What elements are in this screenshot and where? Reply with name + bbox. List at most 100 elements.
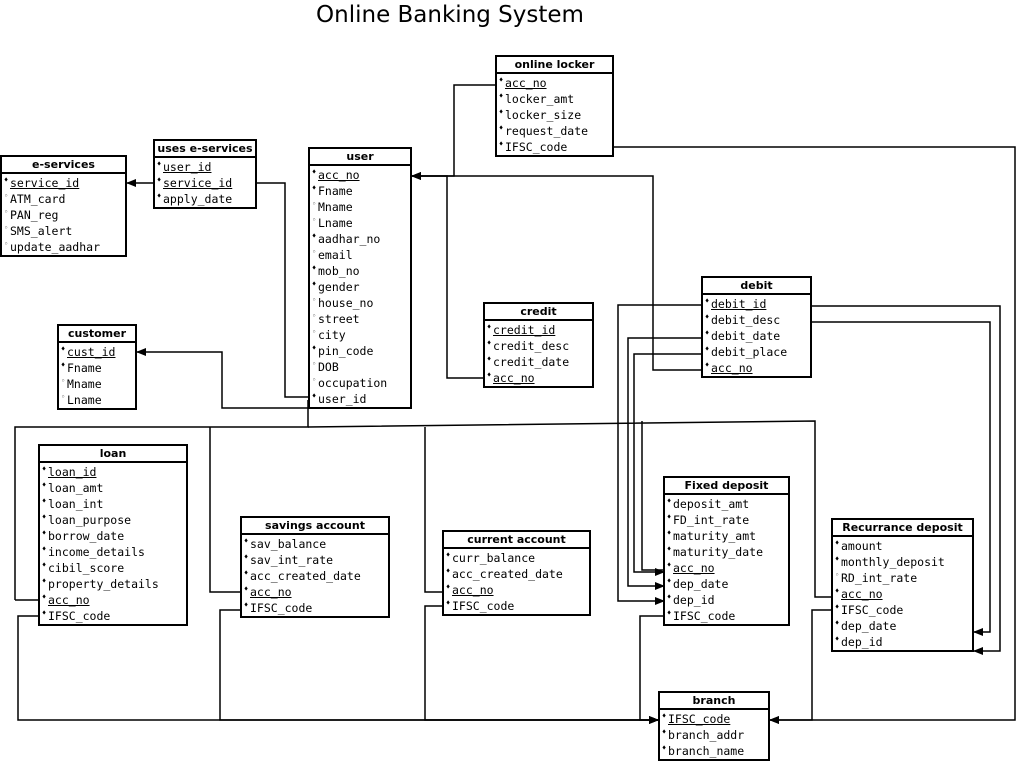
- key-attribute-label: acc_no: [250, 585, 292, 599]
- credit-entity[interactable]: credit♦credit_id♦credit_desc♦credit_date…: [483, 302, 594, 388]
- mandatory-marker-icon: ♦: [312, 392, 317, 400]
- attribute-row: ♦loan_int: [40, 496, 186, 512]
- attribute-label: dep_date: [841, 619, 897, 633]
- optional-marker-icon: ◦: [312, 248, 317, 256]
- key-attribute-label: acc_no: [48, 593, 90, 607]
- mandatory-marker-icon: ♦: [42, 513, 47, 521]
- attribute-label: dep_id: [673, 593, 715, 607]
- mandatory-marker-icon: ♦: [446, 583, 451, 591]
- recurrance-deposit-entity[interactable]: Recurrance deposit♦amount♦monthly_deposi…: [831, 518, 974, 652]
- attribute-label: Lname: [318, 216, 353, 230]
- attribute-row: ♦acc_no: [40, 592, 186, 608]
- attribute-label: sav_int_rate: [250, 553, 334, 567]
- user-entity[interactable]: user♦acc_no♦Fname◦Mname◦Lname♦aadhar_no◦…: [308, 147, 412, 409]
- attribute-row: ♦debit_place: [703, 344, 810, 360]
- attribute-label: Lname: [67, 393, 102, 407]
- attribute-label: dep_date: [673, 577, 729, 591]
- attribute-label: FD_int_rate: [673, 513, 750, 527]
- online-locker-entity[interactable]: online locker♦acc_no♦locker_amt♦locker_s…: [495, 55, 614, 157]
- key-attribute-label: acc_no: [452, 583, 494, 597]
- connector-rd-to-branch: [769, 609, 832, 724]
- attribute-row: ◦SMS_alert: [2, 223, 125, 239]
- attribute-row: ♦amount: [833, 538, 972, 554]
- mandatory-marker-icon: ♦: [499, 108, 504, 116]
- attribute-row: ♦debit_desc: [703, 312, 810, 328]
- mandatory-marker-icon: ♦: [312, 264, 317, 272]
- mandatory-marker-icon: ♦: [667, 545, 672, 553]
- loan-entity[interactable]: loan♦loan_id♦loan_amt♦loan_int♦loan_purp…: [38, 444, 188, 626]
- attribute-label: street: [318, 312, 360, 326]
- mandatory-marker-icon: ♦: [667, 529, 672, 537]
- savings-account-entity[interactable]: savings account♦sav_balance♦sav_int_rate…: [240, 516, 390, 618]
- debit-entity[interactable]: debit♦debit_id♦debit_desc♦debit_date♦deb…: [701, 276, 812, 378]
- attribute-label: debit_desc: [711, 313, 781, 327]
- attribute-label: curr_balance: [452, 551, 536, 565]
- optional-marker-icon: ◦: [4, 208, 9, 216]
- attribute-label: maturity_amt: [673, 529, 757, 543]
- mandatory-marker-icon: ♦: [157, 192, 162, 200]
- attribute-label: loan_int: [48, 497, 104, 511]
- attribute-row: ♦credit_id: [485, 322, 592, 338]
- attribute-label: Mname: [318, 200, 353, 214]
- key-attribute-label: acc_no: [711, 361, 753, 375]
- current-account-entity[interactable]: current account♦curr_balance♦acc_created…: [442, 530, 591, 616]
- attribute-row: ◦street: [310, 311, 410, 327]
- customer-entity[interactable]: customer♦cust_id♦Fname◦Mname◦Lname: [57, 324, 137, 410]
- attribute-label: DOB: [318, 360, 339, 374]
- attribute-label: locker_size: [505, 108, 582, 122]
- connector-savings-acc: [209, 427, 240, 593]
- attribute-row: ♦acc_no: [444, 582, 589, 598]
- mandatory-marker-icon: ♦: [42, 609, 47, 617]
- optional-marker-icon: ◦: [61, 393, 66, 401]
- connector-debit-to-fd-depid: [617, 304, 702, 605]
- attribute-label: debit_date: [711, 329, 781, 343]
- attribute-row: ♦acc_no: [242, 584, 388, 600]
- attribute-row: ♦aadhar_no: [310, 231, 410, 247]
- attribute-row: ◦Mname: [310, 199, 410, 215]
- attribute-list: ♦service_id◦ATM_card◦PAN_reg◦SMS_alert◦u…: [2, 174, 125, 255]
- mandatory-marker-icon: ♦: [835, 539, 840, 547]
- attribute-row: ♦Fname: [310, 183, 410, 199]
- e-services-entity[interactable]: e-services♦service_id◦ATM_card◦PAN_reg◦S…: [0, 155, 127, 257]
- mandatory-marker-icon: ♦: [244, 569, 249, 577]
- attribute-row: ♦dep_id: [833, 634, 972, 650]
- optional-marker-icon: ◦: [312, 296, 317, 304]
- attribute-label: user_id: [318, 392, 367, 406]
- attribute-row: ◦update_aadhar: [2, 239, 125, 255]
- uses-e-services-entity[interactable]: uses e-services♦user_id♦service_id♦apply…: [153, 139, 257, 209]
- attribute-label: city: [318, 328, 346, 342]
- optional-marker-icon: ◦: [4, 224, 9, 232]
- fixed-deposit-entity[interactable]: Fixed deposit♦deposit_amt♦FD_int_rate♦ma…: [663, 476, 790, 626]
- connector-uses-to-user: [256, 182, 308, 398]
- mandatory-marker-icon: ♦: [312, 344, 317, 352]
- key-attribute-label: acc_no: [841, 587, 883, 601]
- optional-marker-icon: ◦: [312, 360, 317, 368]
- attribute-list: ♦deposit_amt♦FD_int_rate♦maturity_amt♦ma…: [665, 495, 788, 624]
- attribute-label: gender: [318, 280, 360, 294]
- attribute-label: acc_created_date: [250, 569, 361, 583]
- connector-rd-acc: [307, 420, 832, 598]
- mandatory-marker-icon: ♦: [61, 361, 66, 369]
- mandatory-marker-icon: ♦: [312, 232, 317, 240]
- attribute-row: ◦occupation: [310, 375, 410, 391]
- attribute-row: ◦Mname: [59, 376, 135, 392]
- attribute-label: acc_created_date: [452, 567, 563, 581]
- mandatory-marker-icon: ♦: [42, 465, 47, 473]
- mandatory-marker-icon: ♦: [312, 280, 317, 288]
- key-attribute-label: cust_id: [67, 345, 116, 359]
- entity-title: branch: [660, 693, 768, 710]
- entity-title: Fixed deposit: [665, 478, 788, 495]
- attribute-row: ♦dep_date: [665, 576, 788, 592]
- attribute-label: IFSC_code: [505, 140, 568, 154]
- connector-loan-to-branch: [17, 615, 659, 724]
- attribute-row: ♦debit_id: [703, 296, 810, 312]
- mandatory-marker-icon: ♦: [667, 577, 672, 585]
- attribute-label: maturity_date: [673, 545, 764, 559]
- optional-marker-icon: ◦: [312, 312, 317, 320]
- mandatory-marker-icon: ♦: [705, 313, 710, 321]
- branch-entity[interactable]: branch♦IFSC_code♦branch_addr♦branch_name: [658, 691, 770, 761]
- attribute-row: ♦acc_no: [665, 560, 788, 576]
- mandatory-marker-icon: ♦: [42, 545, 47, 553]
- attribute-row: ♦debit_date: [703, 328, 810, 344]
- attribute-row: ♦acc_no: [310, 167, 410, 183]
